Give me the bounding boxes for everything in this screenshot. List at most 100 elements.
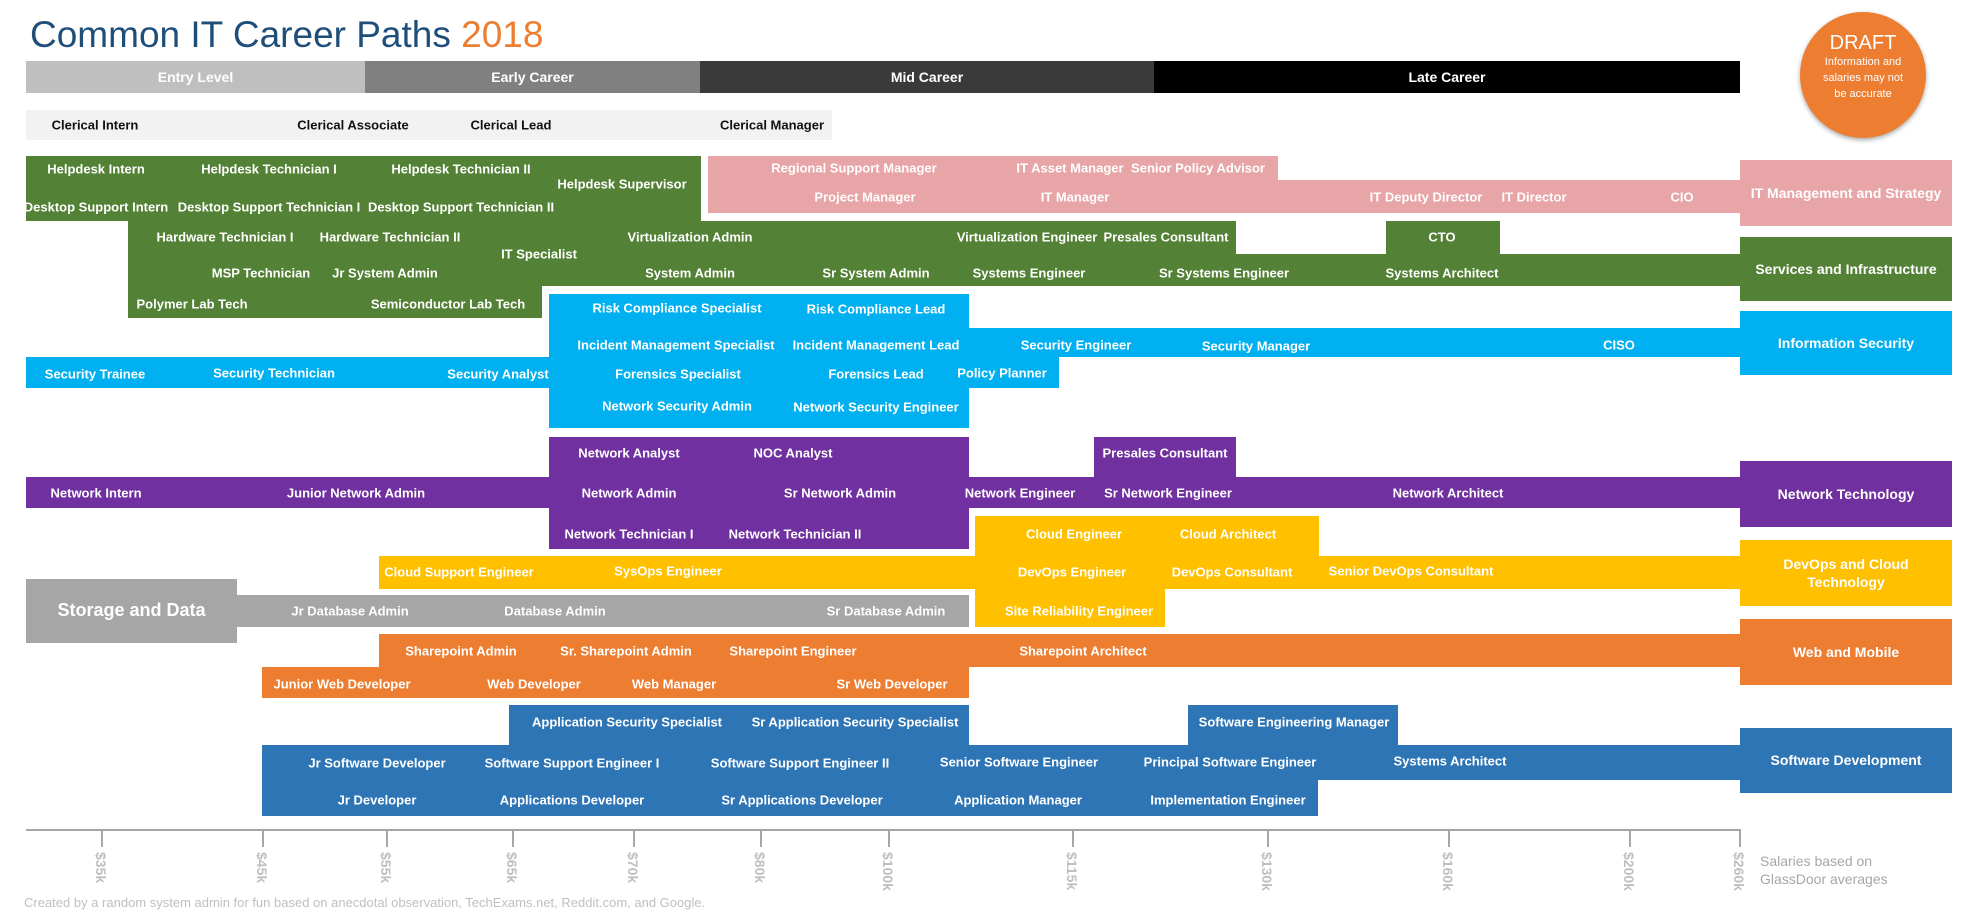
- devops-band-a: [975, 516, 1319, 556]
- job-clerical-intern: Clerical Intern: [51, 117, 139, 133]
- job-semiconductor-lab-tech: Semiconductor Lab Tech: [370, 296, 526, 312]
- tick-label-130k: $130k: [1259, 852, 1275, 891]
- track-web-mobile: Web and Mobile: [1740, 619, 1952, 685]
- job-incident-management-specialist: Incident Management Specialist: [577, 337, 775, 353]
- security-band-c: [26, 357, 1059, 388]
- job-web-manager: Web Manager: [631, 676, 717, 692]
- tick-label-65k: $65k: [504, 852, 520, 884]
- tick-80k: [760, 829, 762, 847]
- network-presales-box: [1094, 437, 1236, 477]
- tick-160k: [1448, 829, 1450, 847]
- job-cloud-architect: Cloud Architect: [1179, 526, 1277, 542]
- security-band-d: [549, 388, 969, 428]
- web-band-a: [379, 634, 1740, 667]
- job-presales-consultant-services: Presales Consultant: [1103, 229, 1229, 245]
- job-presales-consultant-network: Presales Consultant: [1102, 445, 1228, 461]
- network-band-b: [26, 477, 1740, 508]
- job-forensics-specialist: Forensics Specialist: [615, 366, 741, 382]
- job-senior-policy-advisor: Senior Policy Advisor: [1131, 160, 1265, 176]
- job-software-support-engineer-2: Software Support Engineer II: [710, 755, 890, 771]
- job-msp-technician: MSP Technician: [211, 265, 311, 281]
- job-network-security-admin: Network Security Admin: [602, 398, 752, 414]
- job-security-engineer: Security Engineer: [1020, 337, 1132, 353]
- job-sr-sharepoint-admin: Sr. Sharepoint Admin: [560, 643, 692, 659]
- services-band-b: [128, 254, 1740, 286]
- job-security-trainee: Security Trainee: [44, 366, 146, 382]
- job-hardware-technician-2: Hardware Technician II: [319, 229, 461, 245]
- tick-35k: [101, 829, 103, 847]
- clerical-band: [26, 110, 832, 140]
- job-applications-developer: Applications Developer: [499, 792, 645, 808]
- job-helpdesk-technician-1: Helpdesk Technician I: [201, 161, 337, 177]
- track-services-infrastructure: Services and Infrastructure: [1740, 237, 1952, 301]
- salary-note: Salaries based on GlassDoor averages: [1760, 853, 1888, 888]
- job-devops-consultant: DevOps Consultant: [1171, 564, 1293, 580]
- job-cto: CTO: [1428, 229, 1456, 245]
- security-band-b: [549, 328, 1740, 357]
- job-clerical-lead: Clerical Lead: [470, 117, 552, 133]
- job-cloud-support-engineer: Cloud Support Engineer: [384, 564, 534, 580]
- job-sr-systems-engineer: Sr Systems Engineer: [1158, 265, 1290, 281]
- job-sharepoint-architect: Sharepoint Architect: [1019, 643, 1147, 659]
- job-security-analyst: Security Analyst: [447, 366, 549, 382]
- job-network-analyst: Network Analyst: [578, 445, 680, 461]
- job-implementation-engineer: Implementation Engineer: [1150, 792, 1306, 808]
- web-band-b: [262, 667, 969, 698]
- job-sysops-engineer: SysOps Engineer: [614, 563, 722, 579]
- job-regional-support-manager: Regional Support Manager: [771, 160, 937, 176]
- job-network-technician-2: Network Technician II: [728, 526, 862, 542]
- job-jr-system-admin: Jr System Admin: [332, 265, 438, 281]
- stage-entry-level: Entry Level: [26, 61, 365, 93]
- job-software-engineering-manager: Software Engineering Manager: [1198, 714, 1390, 730]
- job-it-asset-manager: IT Asset Manager: [1016, 160, 1124, 176]
- tick-label-45k: $45k: [254, 852, 270, 884]
- job-network-admin: Network Admin: [581, 485, 677, 501]
- services-cto-box: [1386, 221, 1500, 254]
- job-sr-network-engineer: Sr Network Engineer: [1104, 485, 1232, 501]
- draft-badge: DRAFT Information and salaries may not b…: [1800, 12, 1926, 138]
- job-sr-web-developer: Sr Web Developer: [836, 676, 948, 692]
- job-risk-compliance-lead: Risk Compliance Lead: [806, 301, 946, 317]
- stage-late-career: Late Career: [1154, 61, 1740, 93]
- tick-200k: [1629, 829, 1631, 847]
- job-principal-software-engineer: Principal Software Engineer: [1143, 754, 1317, 770]
- job-forensics-lead: Forensics Lead: [828, 366, 924, 382]
- job-jr-developer: Jr Developer: [337, 792, 417, 808]
- track-it-management: IT Management and Strategy: [1740, 160, 1952, 226]
- job-it-deputy-director: IT Deputy Director: [1369, 189, 1483, 205]
- job-incident-management-lead: Incident Management Lead: [792, 337, 960, 353]
- job-desktop-support-intern: Desktop Support Intern: [23, 199, 169, 215]
- job-cloud-engineer: Cloud Engineer: [1025, 526, 1123, 542]
- job-noc-analyst: NOC Analyst: [753, 445, 833, 461]
- job-clerical-manager: Clerical Manager: [719, 117, 825, 133]
- job-helpdesk-supervisor: Helpdesk Supervisor: [557, 176, 687, 192]
- title-text: Common IT Career Paths: [30, 14, 451, 55]
- job-sr-system-admin: Sr System Admin: [822, 265, 930, 281]
- job-jr-database-admin: Jr Database Admin: [291, 603, 409, 619]
- security-band-a: [549, 294, 969, 328]
- job-risk-compliance-specialist: Risk Compliance Specialist: [592, 300, 762, 316]
- tick-115k: [1072, 829, 1074, 847]
- software-manager-box: [1188, 705, 1398, 745]
- job-hardware-technician-1: Hardware Technician I: [156, 229, 294, 245]
- track-storage-data: Storage and Data: [26, 579, 237, 643]
- job-network-security-engineer: Network Security Engineer: [793, 399, 959, 415]
- job-systems-architect-software: Systems Architect: [1393, 753, 1507, 769]
- track-devops-cloud: DevOps and Cloud Technology: [1740, 540, 1952, 606]
- tick-label-160k: $160k: [1440, 852, 1456, 891]
- track-information-security: Information Security: [1740, 311, 1952, 375]
- job-application-manager: Application Manager: [954, 792, 1082, 808]
- software-band-c: [262, 780, 1318, 816]
- tick-100k: [888, 829, 890, 847]
- job-helpdesk-technician-2: Helpdesk Technician II: [391, 161, 531, 177]
- job-network-intern: Network Intern: [50, 485, 142, 501]
- job-clerical-associate: Clerical Associate: [297, 117, 409, 133]
- job-systems-engineer: Systems Engineer: [972, 265, 1086, 281]
- job-polymer-lab-tech: Polymer Lab Tech: [136, 296, 248, 312]
- job-sharepoint-admin: Sharepoint Admin: [405, 643, 517, 659]
- mgmt-band-lower: [708, 180, 1740, 213]
- tick-label-35k: $35k: [93, 852, 109, 884]
- job-software-support-engineer-1: Software Support Engineer I: [484, 755, 660, 771]
- tick-label-100k: $100k: [880, 852, 896, 891]
- job-security-manager: Security Manager: [1201, 338, 1311, 354]
